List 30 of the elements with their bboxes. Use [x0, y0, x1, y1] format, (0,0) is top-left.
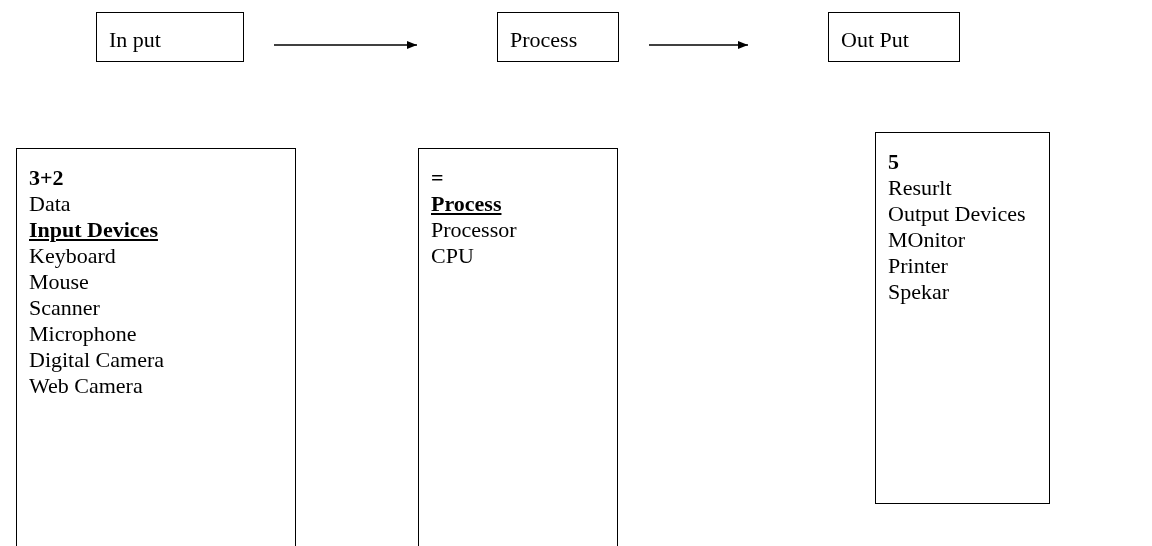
list-item: 5: [888, 149, 900, 175]
box-label: Process: [510, 27, 579, 53]
list-item: Keyboard: [29, 243, 117, 269]
list-item: CPU: [431, 243, 475, 269]
list-item: Resurlt: [888, 175, 953, 201]
list-item: Data: [29, 191, 72, 217]
list-item: Printer: [888, 253, 949, 279]
list-heading: Input Devices: [29, 217, 159, 243]
list-item: Scanner: [29, 295, 101, 321]
arrow: [648, 41, 749, 49]
list-item: Spekar: [888, 279, 951, 305]
process-box: [828, 12, 960, 62]
box-label: Out Put: [841, 27, 910, 53]
list-item: Web Camera: [29, 373, 144, 399]
box-label: In put: [109, 27, 162, 53]
list-item: Digital Camera: [29, 347, 165, 373]
process-box: [96, 12, 244, 62]
list-item: =: [431, 165, 445, 191]
list-item: Processor: [431, 217, 518, 243]
arrow: [273, 41, 418, 49]
list-item: MOnitor: [888, 227, 966, 253]
list-item: Output Devices: [888, 201, 1027, 227]
list-box: [875, 132, 1050, 504]
list-item: 3+2: [29, 165, 65, 191]
process-box: [497, 12, 619, 62]
list-box: [16, 148, 296, 546]
list-item: Mouse: [29, 269, 90, 295]
list-item: Microphone: [29, 321, 138, 347]
list-heading: Process: [431, 191, 503, 217]
list-box: [418, 148, 618, 546]
